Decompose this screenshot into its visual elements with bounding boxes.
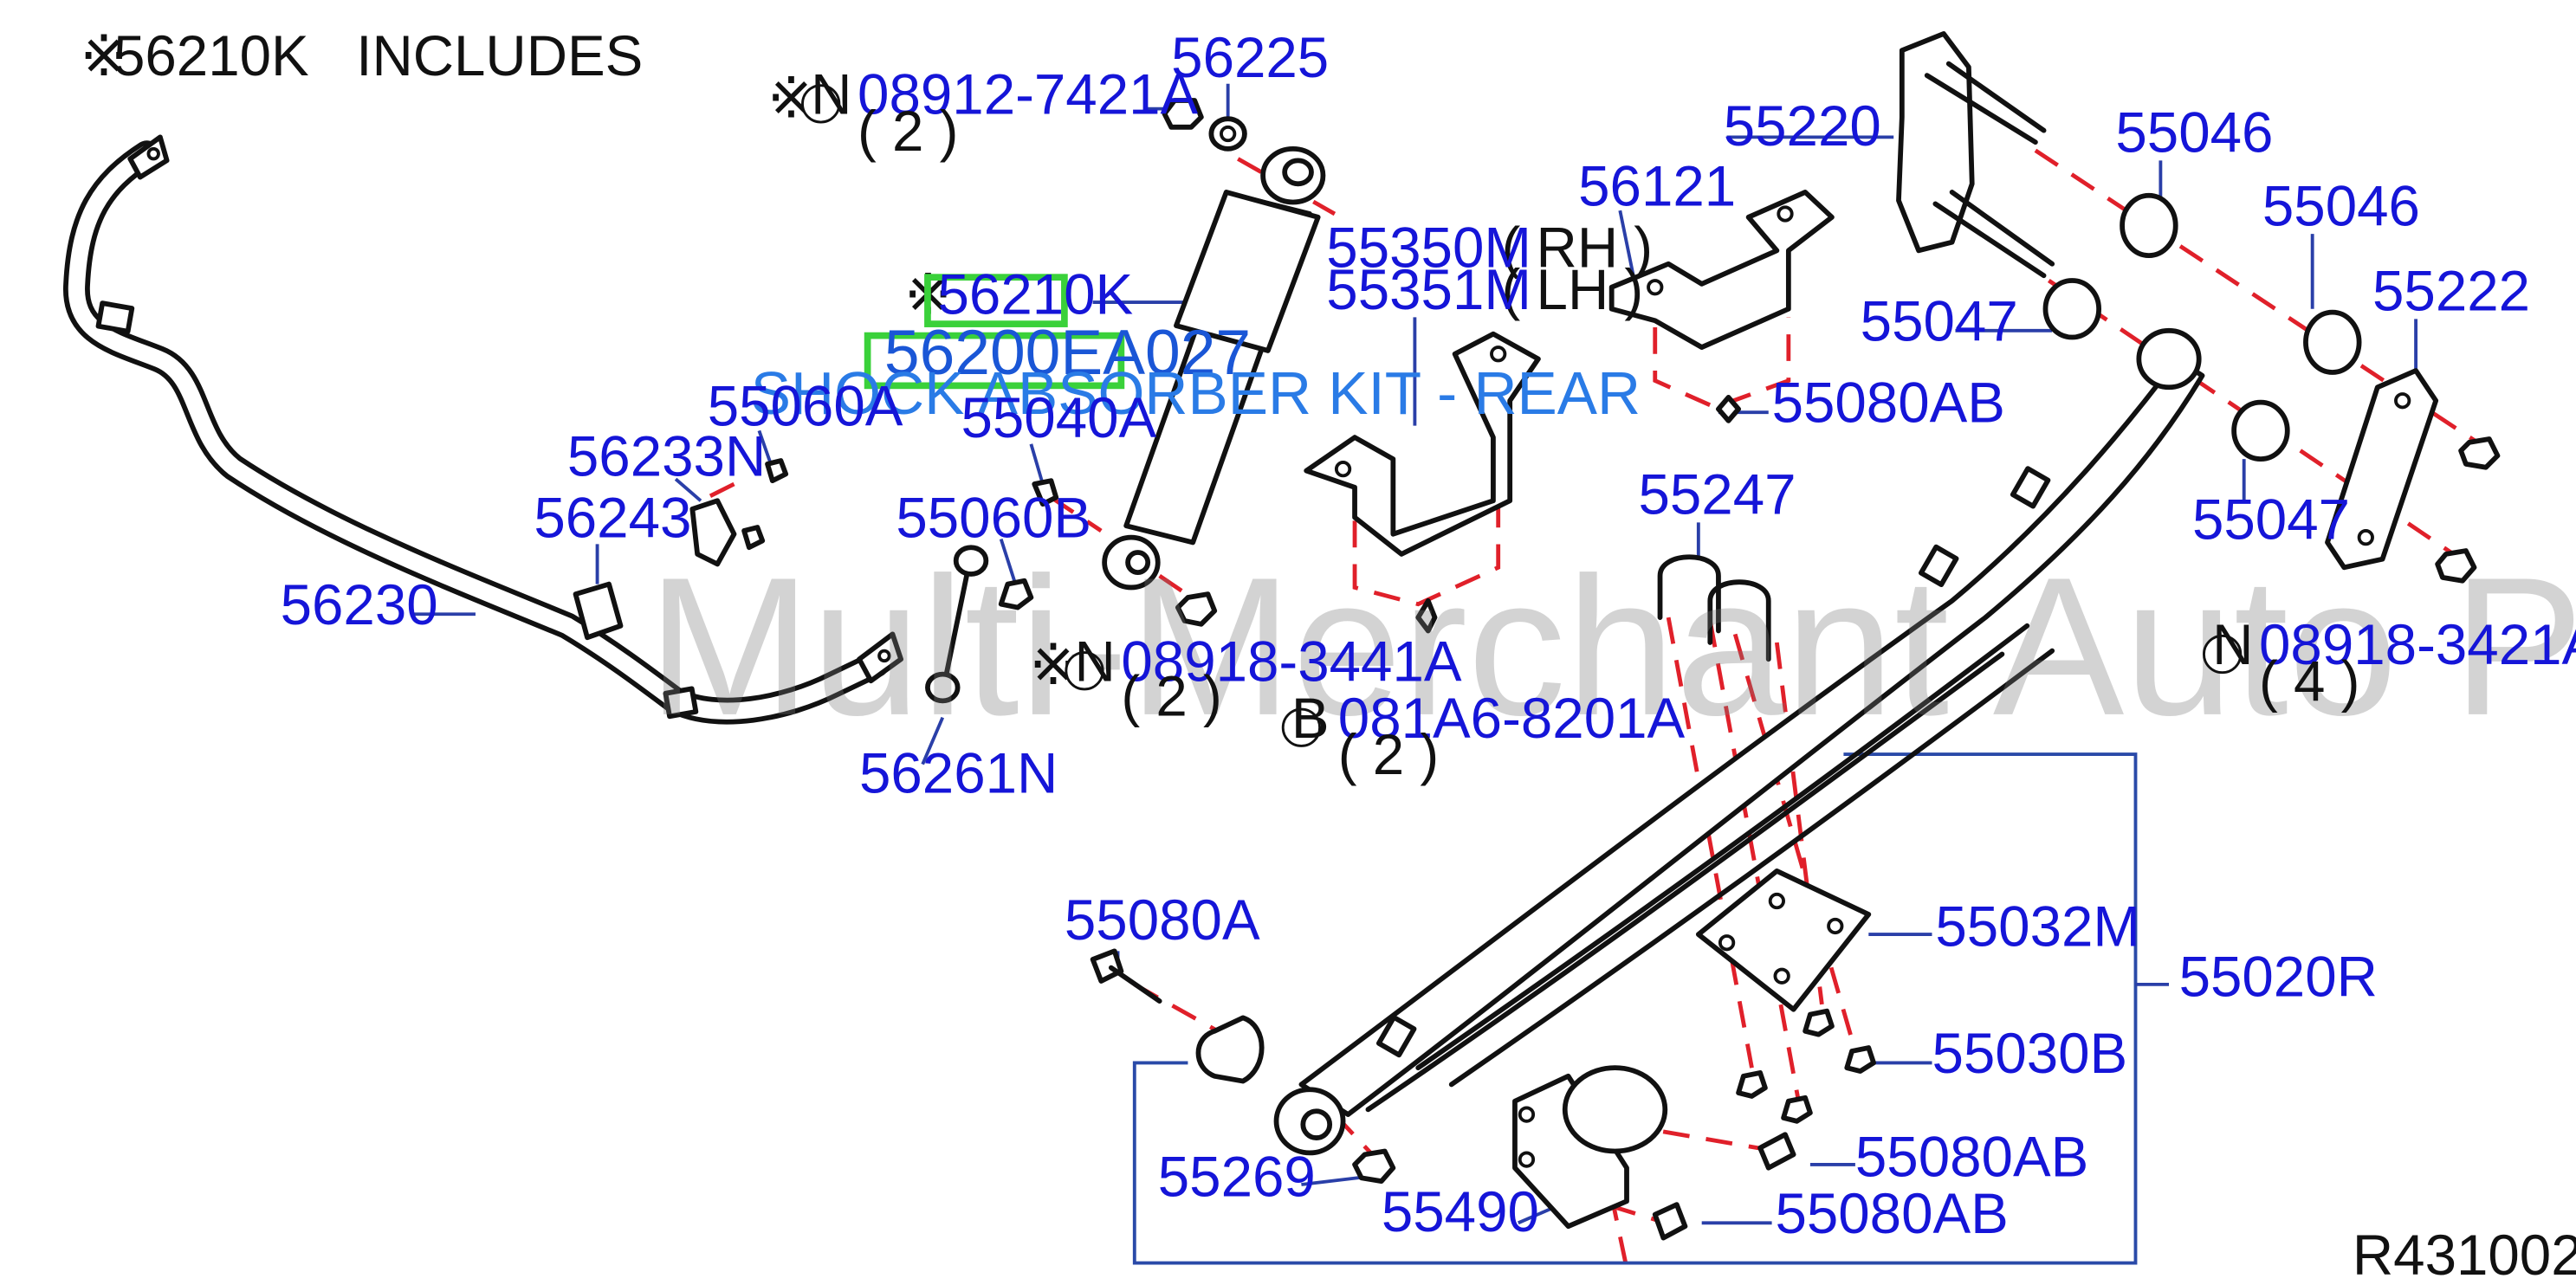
note-symbol: ※ xyxy=(80,24,127,87)
qty-label: ( 2 ) xyxy=(1121,665,1221,728)
part-number-label[interactable]: 08918-3441A xyxy=(1121,630,1461,693)
part-number-label[interactable]: 08918-3421A xyxy=(2259,613,2576,676)
b-badge-icon xyxy=(1281,707,1322,747)
main-part-label[interactable]: 56210K xyxy=(938,263,1134,326)
part-label[interactable]: 55032M xyxy=(1935,895,2140,959)
part-label[interactable]: 56230 xyxy=(281,573,438,636)
watermark-text: Multi-Merchant Auto Partstore xyxy=(647,537,2576,757)
part-number-label[interactable]: 08912-7421A xyxy=(858,62,1198,126)
front-bushing xyxy=(1090,948,1396,1185)
oem-number-highlight-box xyxy=(864,332,1125,390)
part-label[interactable]: 56225 xyxy=(1171,26,1329,89)
shock-absorber xyxy=(1102,98,1326,627)
part-label[interactable]: 55047 xyxy=(2192,488,2350,552)
part-label[interactable]: 55047 xyxy=(1861,289,2018,352)
qty-label: ( 2 ) xyxy=(858,100,958,163)
part-label[interactable]: 55490 xyxy=(1382,1180,1539,1243)
part-number-label[interactable]: 081A6-8201A xyxy=(1338,687,1686,750)
bump-stop xyxy=(1512,1065,1796,1241)
main-part-highlight-box xyxy=(924,274,1068,327)
stabilizer-bar xyxy=(63,134,904,725)
qty-label: ( 4 ) xyxy=(2259,649,2359,713)
stabilizer-link xyxy=(573,458,1059,704)
leader-lines xyxy=(413,83,2418,1265)
part-label[interactable]: 55080AB xyxy=(1775,1182,2008,1245)
badge-letter: N xyxy=(1074,630,1115,693)
part-label[interactable]: 55269 xyxy=(1158,1145,1316,1208)
part-label[interactable]: 56233N xyxy=(567,424,766,488)
header-note: ※ 56210K INCLUDES xyxy=(80,24,643,87)
frame-bracket xyxy=(1608,190,1835,423)
part-label[interactable]: 55220 xyxy=(1724,94,1881,158)
badge-letter: N xyxy=(2212,613,2253,676)
badge-letter: B xyxy=(1291,687,1330,750)
callout-08918-3421: N 08918-3421A ( 4 ) xyxy=(2203,613,2576,713)
highlight-group: ※ 56210K 56200EA027 SHOCK ABSORBER KIT -… xyxy=(751,263,1641,428)
part-labels: 56225 55220 55046 55046 56121 55350M 553… xyxy=(281,26,2530,1245)
part-label[interactable]: 56243 xyxy=(534,487,691,550)
callout-081a6: B 081A6-8201A ( 2 ) xyxy=(1281,687,1686,786)
part-label[interactable]: 55046 xyxy=(2115,101,2273,165)
part-label[interactable]: 55350M xyxy=(1326,216,1531,280)
n-badge-icon xyxy=(1065,651,1104,691)
part-label[interactable]: 55222 xyxy=(2372,260,2530,323)
badge-letter: N xyxy=(811,62,851,126)
part-label[interactable]: 55080AB xyxy=(1772,371,2005,435)
shock-bracket xyxy=(1304,331,1541,634)
part-label[interactable]: 55080AB xyxy=(1855,1125,2088,1188)
u-bolts xyxy=(1657,554,1771,662)
part-label[interactable]: 55247 xyxy=(1638,463,1796,526)
qty-label: ( 2 ) xyxy=(1338,723,1439,786)
note-text: 56210K INCLUDES xyxy=(113,24,643,87)
part-label[interactable]: 55046 xyxy=(2262,174,2420,237)
part-label[interactable]: 55351M xyxy=(1326,258,1531,321)
u-bolt-plate xyxy=(1695,868,1876,1124)
description-label: SHOCK ABSORBER KIT - REAR xyxy=(751,359,1641,427)
part-label[interactable]: 56121 xyxy=(1578,154,1736,217)
callout-08912: ※ N 08912-7421A ( 2 ) xyxy=(767,62,1199,162)
part-label[interactable]: 55080A xyxy=(1065,888,1260,952)
leaf-spring xyxy=(1273,327,2205,1156)
oem-number-label[interactable]: 56200EA027 xyxy=(884,317,1251,388)
part-label[interactable]: 55030B xyxy=(1932,1022,2128,1085)
diagram-ref-code: R431002K xyxy=(2353,1224,2576,1285)
callout-08918-3441: ※ N 08918-3441A ( 2 ) xyxy=(1029,630,1461,727)
n-badge-icon xyxy=(801,84,841,124)
part-label[interactable]: 55040A xyxy=(961,386,1156,449)
n-badge-icon xyxy=(2203,634,2243,675)
part-label[interactable]: 55060B xyxy=(896,487,1091,550)
part-label[interactable]: 56261N xyxy=(859,741,1058,804)
part-label[interactable]: 55060A xyxy=(708,375,903,438)
shackle xyxy=(1896,31,2501,584)
rh-label: ( RH ) xyxy=(1502,216,1654,280)
lh-label: ( LH ) xyxy=(1502,258,1644,321)
part-label[interactable]: 55020R xyxy=(2179,945,2378,1008)
